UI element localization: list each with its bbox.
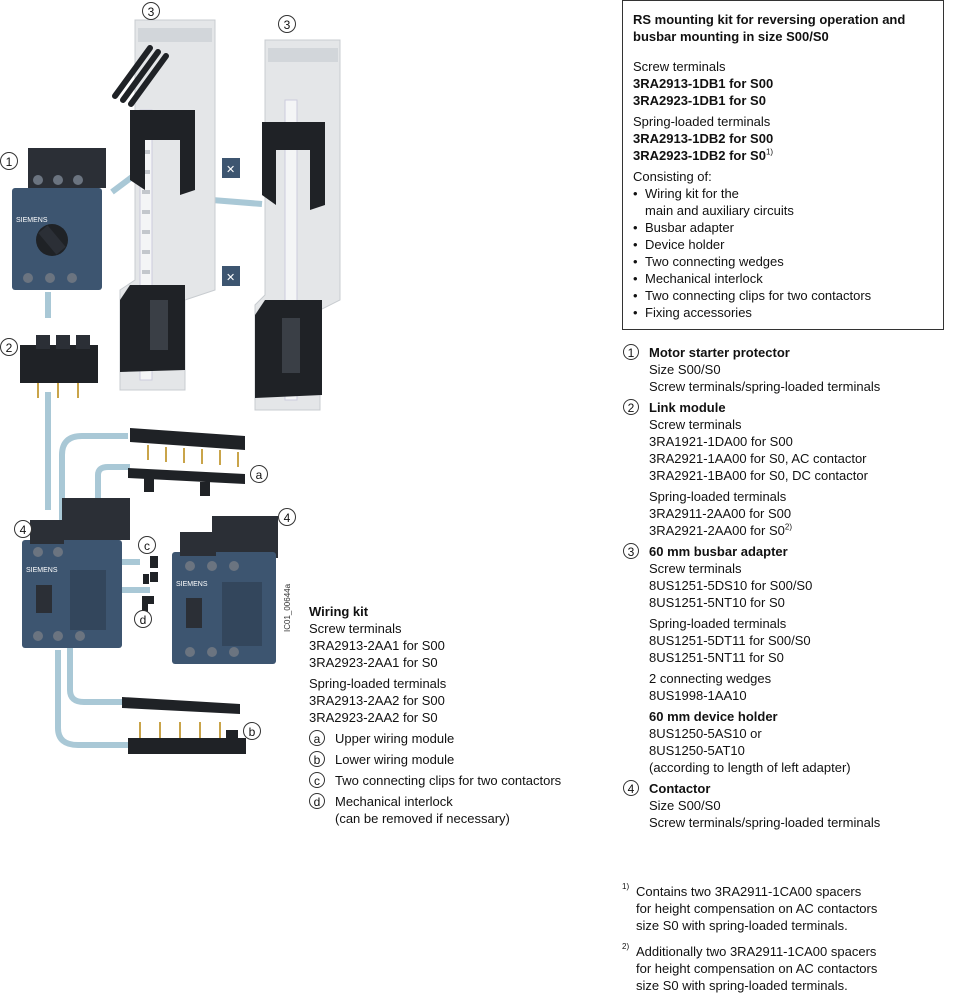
kit-title-line2: busbar mounting in size S00/S0	[633, 29, 829, 44]
kit-screw-1: 3RA2913-1DB1 for S00	[633, 76, 774, 91]
kit-screw-label: Screw terminals	[633, 59, 726, 74]
wire-guides	[45, 162, 263, 748]
assembly-illustration: ✕ ✕ SIEMENS	[12, 19, 341, 754]
kit-component: Two connecting wedges	[633, 253, 933, 270]
wiring-kit-screw-label: Screw terminals	[309, 621, 402, 636]
busbar-adapter-left	[119, 19, 216, 391]
mechanical-interlock	[142, 596, 154, 612]
callout-c: c	[138, 536, 156, 554]
footnote-1: 1) Contains two 3RA2911-1CA00 spacers fo…	[622, 882, 878, 934]
legend-item-3: 3 60 mm busbar adapter Screw terminals 8…	[623, 543, 953, 776]
busbar-adapter-right	[254, 39, 341, 411]
contactor-right: SIEMENS	[172, 516, 278, 664]
kit-component: Busbar adapter	[633, 219, 933, 236]
contactor-left: SIEMENS	[22, 498, 130, 648]
upper-wiring-module	[128, 428, 245, 496]
callout-2: 2	[0, 338, 18, 356]
wiring-kit-screw-2: 3RA2923-2AA1 for S0	[309, 655, 438, 670]
legend-item-2: 2 Link module Screw terminals 3RA1921-1D…	[623, 399, 953, 539]
kit-component: Device holder	[633, 236, 933, 253]
kit-spring-label: Spring-loaded terminals	[633, 114, 771, 129]
motor-starter-protector: SIEMENS	[12, 148, 106, 290]
callout-a: a	[250, 465, 268, 483]
kit-screw-2: 3RA2923-1DB1 for S0	[633, 93, 766, 108]
wiring-kit-screw-1: 3RA2913-2AA1 for S00	[309, 638, 445, 653]
connecting-wedges: ✕ ✕	[222, 158, 240, 286]
legend-item-4: 4 Contactor Size S00/S0 Screw terminals/…	[623, 780, 953, 831]
svg-text:SIEMENS: SIEMENS	[176, 581, 208, 588]
connecting-clips	[143, 556, 158, 584]
wiring-kit-section: Wiring kit Screw terminals 3RA2913-2AA1 …	[309, 603, 609, 827]
svg-text:✕: ✕	[226, 271, 235, 284]
kit-component: Mechanical interlock	[633, 270, 933, 287]
component-legend: 1 Motor starter protector Size S00/S0 Sc…	[623, 344, 953, 831]
connecting-pins	[112, 45, 169, 107]
lower-wiring-module	[122, 697, 246, 754]
kit-consisting: Consisting of:	[633, 169, 712, 184]
callout-3: 3	[142, 2, 160, 20]
wiring-kit-spring-label: Spring-loaded terminals	[309, 676, 447, 691]
callout-4: 4	[14, 520, 32, 538]
svg-text:SIEMENS: SIEMENS	[26, 567, 58, 574]
kit-spring-1: 3RA2913-1DB2 for S00	[633, 131, 774, 146]
kit-title-line1: RS mounting kit for reversing operation …	[633, 12, 906, 27]
svg-text:✕: ✕	[226, 163, 235, 176]
callout-b: b	[243, 722, 261, 740]
wiring-kit-spring-1: 3RA2913-2AA2 for S00	[309, 693, 445, 708]
callout-d: d	[134, 610, 152, 628]
image-code: IC01_00644a	[283, 583, 292, 632]
footnote-2: 2) Additionally two 3RA2911-1CA00 spacer…	[622, 942, 878, 994]
kit-spring-2: 3RA2923-1DB2 for S01)	[633, 147, 774, 163]
wiring-kit-title: Wiring kit	[309, 604, 369, 619]
callout-4: 4	[278, 508, 296, 526]
wiring-kit-spring-2: 3RA2923-2AA2 for S0	[309, 710, 438, 725]
svg-text:SIEMENS: SIEMENS	[16, 217, 48, 224]
link-module	[20, 335, 98, 398]
callout-1: 1	[0, 152, 18, 170]
kit-component: Two connecting clips for two contactors	[633, 287, 933, 304]
footnotes: 1) Contains two 3RA2911-1CA00 spacers fo…	[622, 883, 952, 994]
callout-3: 3	[278, 15, 296, 33]
rs-mounting-kit-box: RS mounting kit for reversing operation …	[622, 0, 944, 330]
kit-component: Fixing accessories	[633, 304, 933, 321]
legend-item-1: 1 Motor starter protector Size S00/S0 Sc…	[623, 344, 953, 395]
